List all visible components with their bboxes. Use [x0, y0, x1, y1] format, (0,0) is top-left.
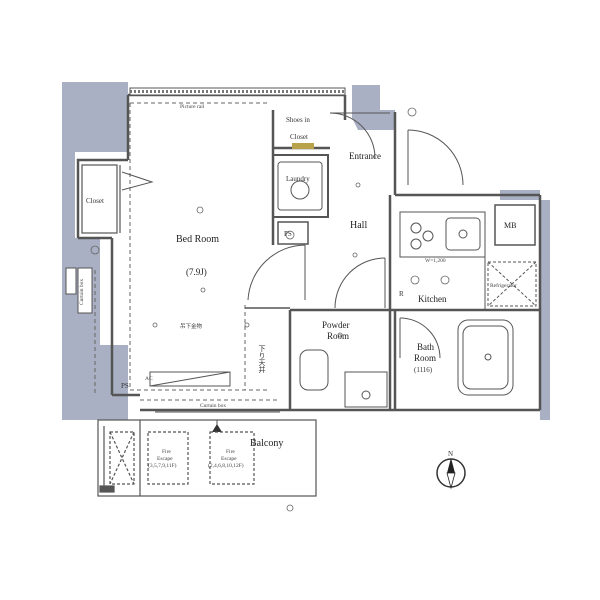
curtain-box-bottom-label: Curtain box	[200, 403, 226, 409]
bath-label-2: Room	[414, 353, 436, 363]
fire-escape-1b-label: Escape	[157, 456, 173, 462]
closet-left-label: Closet	[86, 197, 104, 205]
ceiling-jp-label: 下り天井	[258, 345, 266, 374]
refrigerator-label: Refrigerator	[490, 282, 517, 289]
closet-top-label: Closet	[290, 133, 308, 141]
shoes-in-label: Shoes in	[286, 116, 310, 124]
kitchen-fixtures	[399, 211, 537, 310]
kitchen-label: Kitchen	[418, 294, 447, 304]
entrance-label: Entrance	[349, 151, 381, 161]
bedroom-size-label: (7.9J)	[186, 267, 207, 277]
ac-unit	[149, 371, 231, 387]
north-compass	[436, 458, 466, 490]
picture-rail-label: Picture rail	[180, 104, 205, 110]
mb-label: MB	[504, 221, 516, 230]
north-label: N	[448, 450, 453, 458]
ceiling-bed-label: 吊下金物	[180, 322, 203, 330]
balcony-label: Balcony	[250, 438, 283, 449]
outlet-markers	[90, 107, 450, 512]
kitchen-width-label: W=1,200	[425, 258, 446, 264]
fire-escape-1c-label: (3,5,7,9,11F)	[148, 462, 177, 469]
dashed-lines	[94, 102, 280, 401]
walls	[76, 93, 542, 412]
powder-fixtures	[299, 349, 388, 408]
entrance-step	[292, 143, 314, 149]
closet-left	[81, 164, 154, 234]
hall-label: Hall	[350, 220, 367, 231]
bedroom-label: Bed Room	[176, 234, 219, 245]
powder-label-2: Room	[327, 331, 349, 341]
r-mark-label: R	[399, 290, 404, 298]
window-left	[65, 267, 77, 295]
laundry-label: Laundry	[286, 175, 310, 183]
curtain-box-left	[77, 267, 93, 314]
ac-label: AC	[145, 376, 153, 382]
fire-escape-2-label: Fire	[226, 449, 235, 455]
bath-label: Bath	[417, 342, 434, 352]
door-swings	[216, 112, 464, 432]
bath-size-label: (1116)	[414, 366, 433, 374]
fire-escape-1-label: Fire	[162, 449, 171, 455]
picture-rail	[129, 87, 346, 96]
powder-label: Powder	[322, 320, 350, 330]
laundry-pan	[277, 161, 323, 211]
bath-fixtures	[457, 319, 514, 396]
ps-left-label: PS	[121, 382, 129, 390]
balcony	[97, 419, 317, 497]
fire-escape-2c-label: (2,4,6,8,10,12F)	[208, 462, 244, 469]
balcony-arrow	[212, 424, 222, 432]
curtain-box-left-label: Curtain box	[79, 279, 85, 305]
fire-escape-2b-label: Escape	[221, 456, 237, 462]
ps-hall-label: PS	[284, 230, 292, 238]
